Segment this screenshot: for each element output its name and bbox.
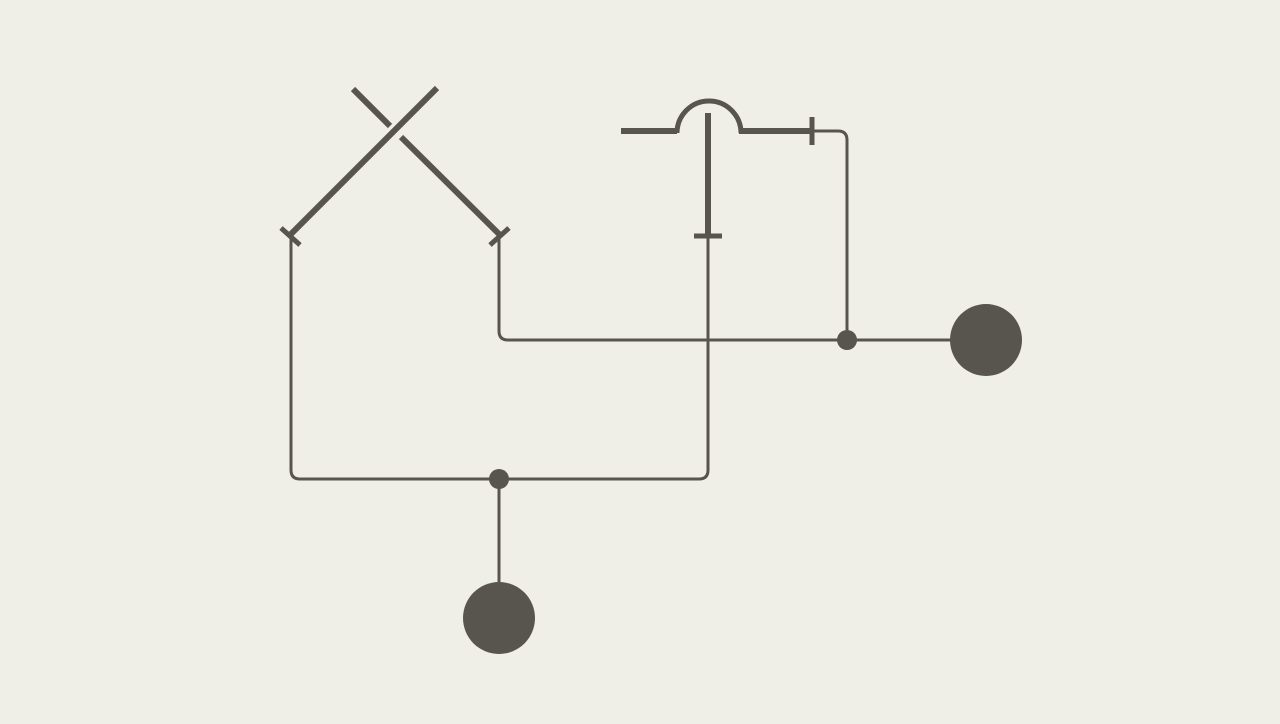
- bridge-switch-top[interactable]: [621, 98, 815, 239]
- junction-bottom: [489, 469, 509, 489]
- switch-bar-rising[interactable]: [288, 85, 440, 237]
- switch-bar-falling-upper[interactable]: [350, 86, 393, 129]
- terminal-right[interactable]: [950, 304, 1022, 376]
- switch-cap-left: [279, 226, 302, 247]
- switch-bar-falling-lower[interactable]: [398, 134, 502, 237]
- crossed-bars-icon[interactable]: [279, 85, 511, 247]
- switch-cap-right: [488, 226, 511, 247]
- wire-middle: [497, 232, 952, 342]
- junction-right: [837, 330, 857, 350]
- bridge-arch[interactable]: [674, 98, 744, 134]
- crossed-switch-left[interactable]: [279, 85, 511, 247]
- wires: [289, 129, 952, 587]
- terminal-bottom[interactable]: [463, 582, 535, 654]
- wire-right-riser: [810, 129, 849, 342]
- arched-bridge-icon[interactable]: [621, 98, 815, 239]
